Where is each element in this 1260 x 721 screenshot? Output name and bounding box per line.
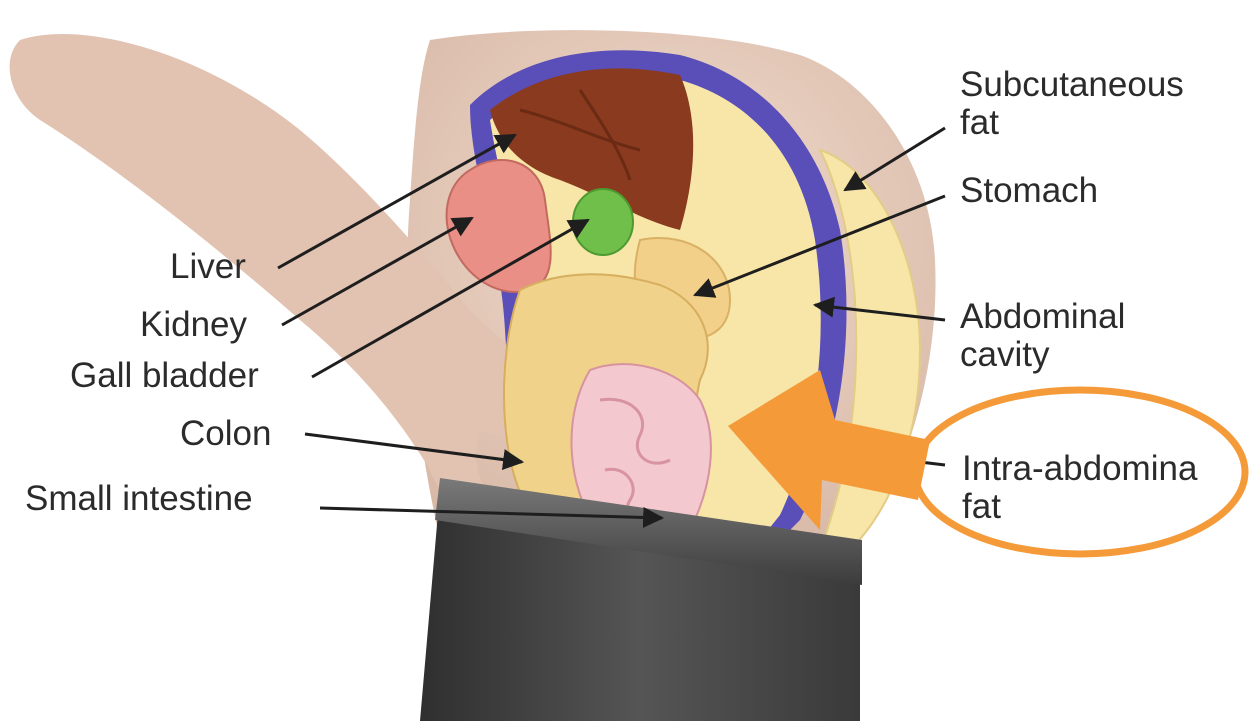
label-colon: Colon [180,415,271,453]
label-gall-bladder: Gall bladder [70,357,259,395]
label-subcutaneous-fat: Subcutaneous fat [960,66,1184,142]
label-intra-abdominal-fat: Intra-abdomina fat [962,450,1197,526]
label-abdominal-cavity: Abdominal cavity [960,298,1125,374]
label-stomach: Stomach [960,172,1098,210]
label-kidney: Kidney [140,306,247,344]
label-small-intestine: Small intestine [25,480,253,518]
label-liver: Liver [170,248,246,286]
